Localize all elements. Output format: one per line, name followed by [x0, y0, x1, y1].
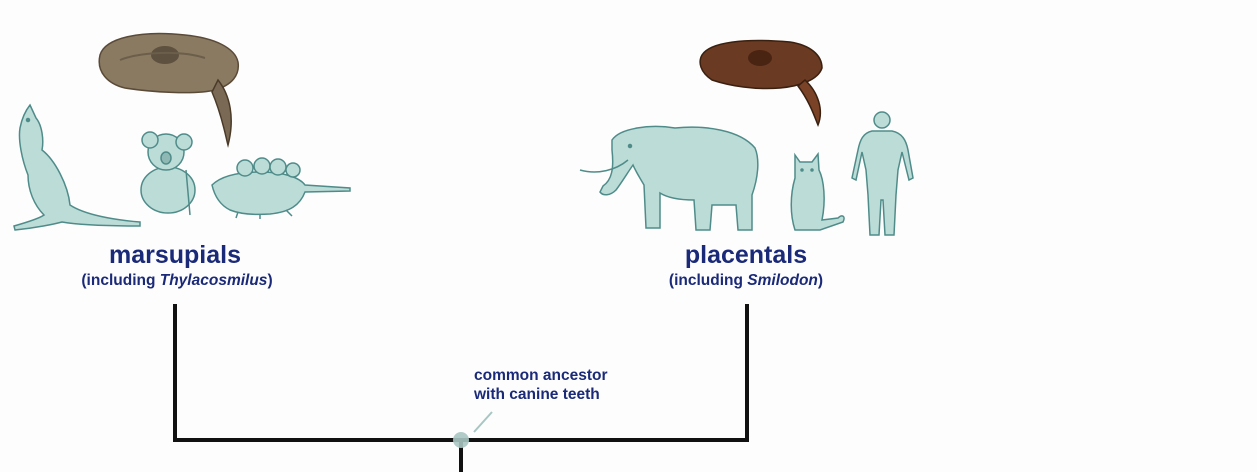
smilodon-skull-icon [700, 41, 822, 125]
thylacosmilus-skull-icon [99, 34, 238, 145]
placentals-subtitle: (including Smilodon) [566, 272, 926, 290]
elephant-icon [580, 127, 758, 231]
placentals-subtitle-prefix: (including [669, 272, 747, 289]
placentals-label: placentals [576, 241, 916, 270]
common-ancestor-line1: common ancestor [474, 366, 608, 385]
marsupials-label: marsupials [5, 241, 345, 270]
placentals-subtitle-taxon: Smilodon [747, 272, 818, 289]
marsupials-subtitle-taxon: Thylacosmilus [160, 272, 268, 289]
placentals-subtitle-suffix: ) [818, 272, 823, 289]
ancestor-node [453, 432, 469, 448]
common-ancestor-line2: with canine teeth [474, 385, 608, 404]
human-icon [852, 112, 913, 235]
marsupials-subtitle-suffix: ) [267, 272, 272, 289]
kangaroo-icon [14, 105, 140, 230]
opossum-icon [212, 158, 350, 219]
marsupials-subtitle: (including Thylacosmilus) [0, 272, 357, 290]
common-ancestor-label: common ancestor with canine teeth [474, 366, 608, 404]
marsupials-subtitle-prefix: (including [81, 272, 159, 289]
cat-icon [791, 154, 844, 230]
koala-icon [141, 132, 195, 215]
ancestor-pointer-line [474, 412, 492, 432]
